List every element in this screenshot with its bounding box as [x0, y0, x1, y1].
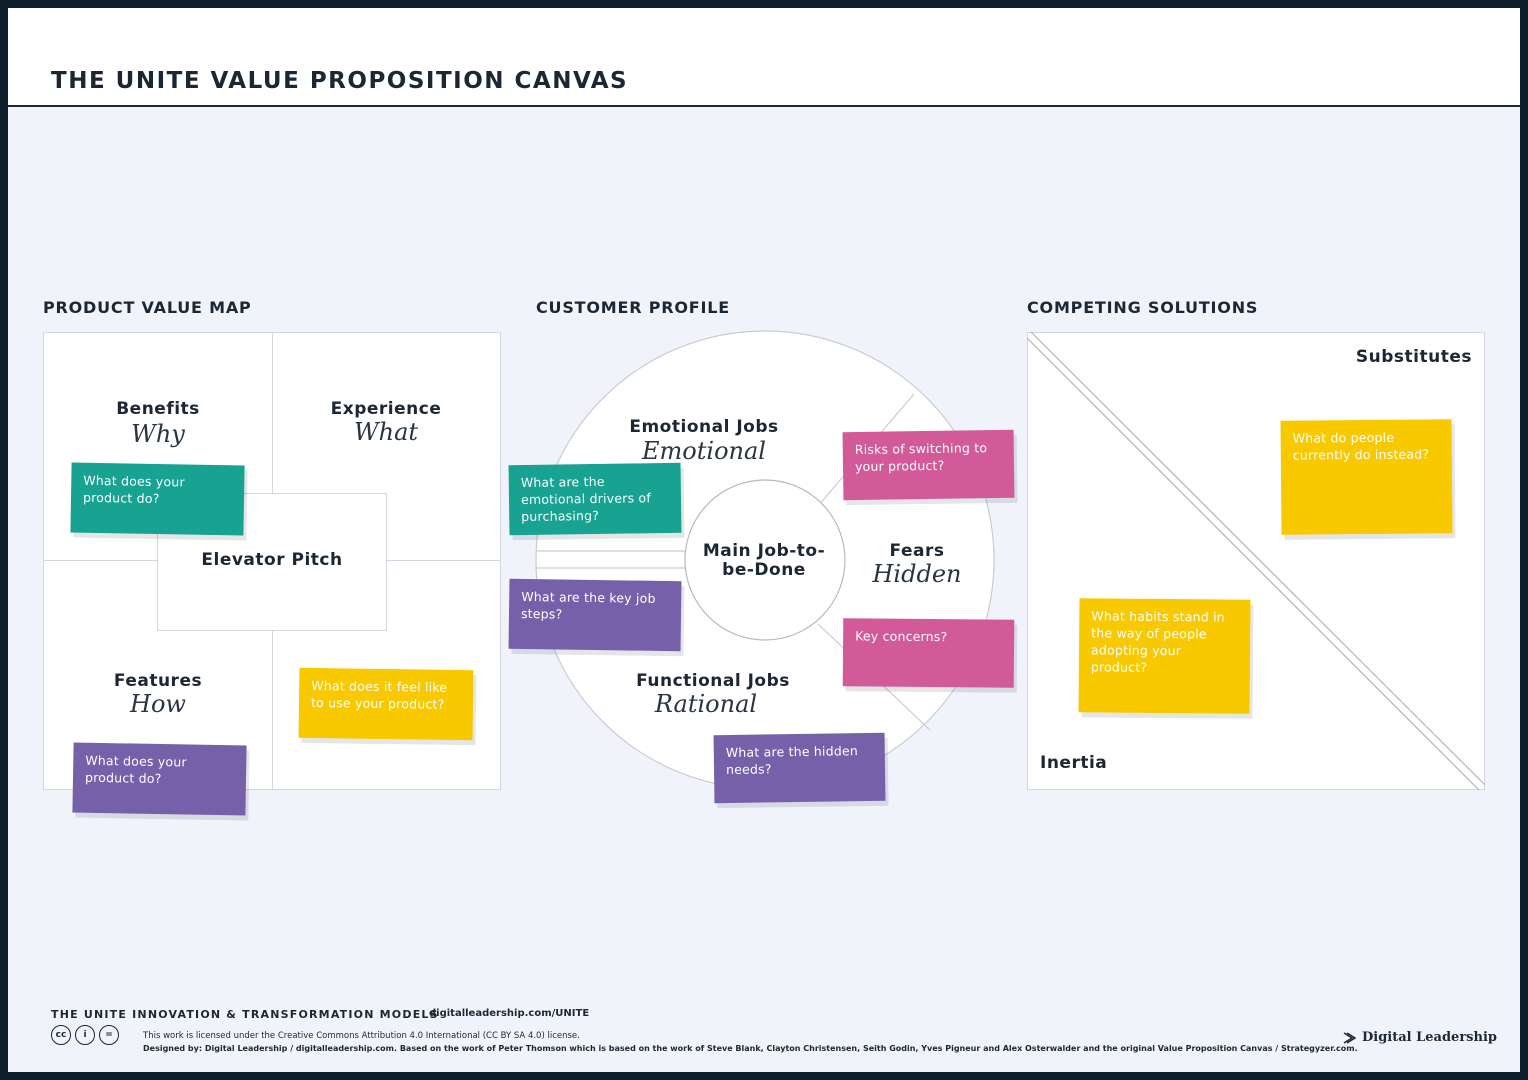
benefits-hand: Why	[131, 420, 185, 448]
customer-profile-title: CUSTOMER PROFILE	[536, 298, 730, 317]
competing-solutions-diagonal	[1027, 332, 1485, 790]
competing-solutions-box	[1027, 332, 1485, 790]
elevator-pitch-label: Elevator Pitch	[201, 550, 343, 570]
pvm-divider-bottom	[272, 631, 273, 790]
page-title: THE UNITE VALUE PROPOSITION CANVAS	[51, 68, 629, 94]
canvas-frame: THE UNITE VALUE PROPOSITION CANVAS PRODU…	[8, 8, 1520, 1072]
sticky-note-experience[interactable]: What does it feel like to use your produ…	[298, 667, 474, 741]
header: THE UNITE VALUE PROPOSITION CANVAS	[8, 8, 1520, 107]
pvm-divider-left	[43, 560, 158, 561]
pvm-divider-right	[386, 560, 501, 561]
sticky-note-hidden-needs[interactable]: What are the hidden needs?	[713, 732, 886, 804]
experience-label: Experience	[330, 399, 442, 419]
inertia-label: Inertia	[1040, 753, 1108, 773]
no-derivatives-icon: =	[99, 1025, 119, 1045]
competing-solutions-title: COMPETING SOLUTIONS	[1027, 298, 1259, 317]
sticky-note-job-steps[interactable]: What are the key job steps?	[508, 578, 682, 652]
substitutes-label: Substitutes	[1355, 347, 1472, 367]
cc-icon: cc	[51, 1025, 71, 1045]
brand-logo: Digital Leadership	[1342, 1030, 1497, 1045]
features-hand: How	[130, 690, 186, 718]
cc-icons: cc i =	[51, 1025, 119, 1045]
pvm-divider-top	[272, 332, 273, 494]
emotional-jobs-hand: Emotional	[642, 437, 766, 465]
sticky-note-risks[interactable]: Risks of switching to your product?	[842, 429, 1015, 501]
fears-label: Fears	[889, 541, 945, 561]
footer-license: This work is licensed under the Creative…	[143, 1031, 580, 1041]
experience-hand: What	[353, 418, 419, 446]
main-job-label: Main Job-to-be-Done	[702, 541, 826, 580]
sticky-note-inertia[interactable]: What habits stand in the way of people a…	[1078, 598, 1251, 714]
emotional-jobs-label: Emotional Jobs	[629, 417, 779, 437]
footer-credits: Designed by: Digital Leadership / digita…	[143, 1044, 1358, 1053]
product-value-map-title: PRODUCT VALUE MAP	[43, 298, 252, 317]
sticky-note-features[interactable]: What does your product do?	[72, 742, 247, 816]
sticky-note-emotional[interactable]: What are the emotional drivers of purcha…	[508, 462, 682, 536]
sticky-note-concerns[interactable]: Key concerns?	[842, 618, 1015, 688]
features-label: Features	[113, 671, 203, 691]
functional-jobs-hand: Rational	[654, 690, 758, 718]
footer: THE UNITE INNOVATION & TRANSFORMATION MO…	[8, 998, 1520, 1072]
sticky-note-benefits[interactable]: What does your product do?	[70, 462, 245, 536]
footer-title: THE UNITE INNOVATION & TRANSFORMATION MO…	[51, 1008, 439, 1021]
functional-jobs-label: Functional Jobs	[636, 671, 790, 691]
benefits-label: Benefits	[116, 399, 200, 419]
brand-name: Digital Leadership	[1362, 1030, 1497, 1045]
brand-arrow-icon	[1343, 1031, 1356, 1044]
attribution-icon: i	[75, 1025, 95, 1045]
footer-url[interactable]: digitalleadership.com/UNITE	[429, 1008, 590, 1019]
fears-hand: Hidden	[872, 560, 962, 588]
sticky-note-substitutes[interactable]: What do people currently do instead?	[1280, 419, 1453, 535]
